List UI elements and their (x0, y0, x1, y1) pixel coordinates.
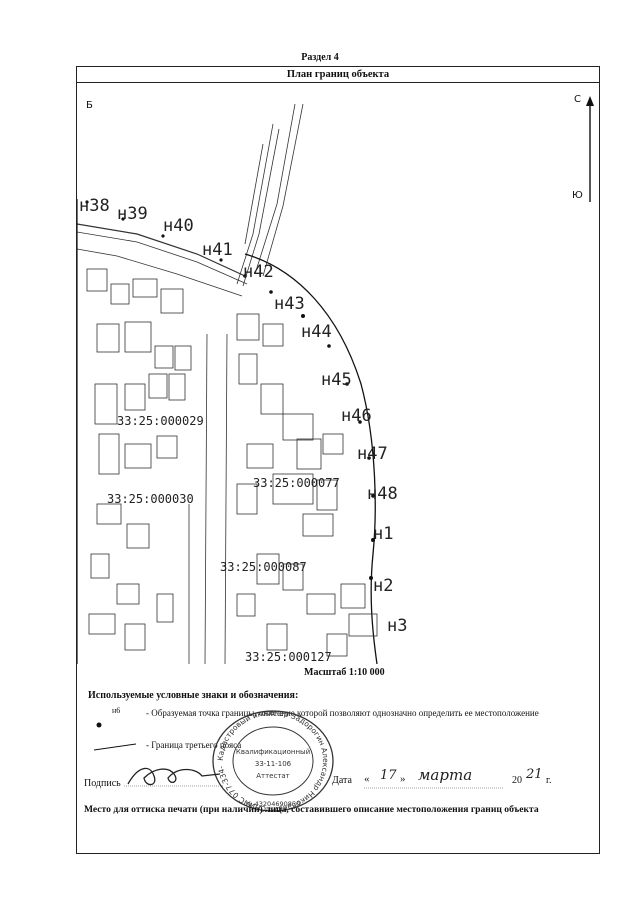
cadastral-block-127: 33:25:000127 (245, 650, 332, 664)
point-label-n48: н48 (367, 484, 398, 504)
signature-label: Подпись (84, 778, 121, 789)
point-marker-icon (96, 722, 102, 728)
point-label-n40: н40 (163, 216, 194, 236)
date-label: Дата (332, 775, 352, 786)
cadastral-block-77: 33:25:000077 (253, 476, 340, 490)
point-label-n39: н39 (117, 204, 148, 224)
north-label: С (574, 94, 581, 105)
map-scale: Масштаб 1:10 000 (304, 667, 385, 678)
point-label-n46: н46 (341, 406, 372, 426)
cadastral-block-29: 33:25:000029 (117, 414, 204, 428)
section-title: Раздел 4 (301, 52, 339, 63)
cadastral-block-30: 33:25:000030 (107, 492, 194, 506)
boundary-map: н38 н39 н40 н41 н42 н43 н44 н45 н46 н47 … (77, 84, 599, 664)
date-underline (364, 787, 504, 789)
point-label-n38: н38 (79, 196, 110, 216)
date-year-unit: г. (546, 775, 552, 786)
point-label-n44: н44 (301, 322, 332, 342)
point-label-n47: н47 (357, 444, 388, 464)
date-month: марта (418, 766, 473, 784)
boundary-line-icon (93, 743, 137, 751)
stamp-number: № 43204690850 (245, 800, 300, 808)
stamp-line-2: 33-11-106 (255, 760, 292, 768)
north-arrow-icon (586, 96, 594, 202)
date-open-quote: « (364, 773, 370, 785)
legend-title: Используемые условные знаки и обозначени… (88, 690, 299, 701)
map-drawing (77, 103, 378, 664)
legend-item-point: - Образуемая точка границы, описание кот… (146, 708, 539, 718)
date-year-prefix: 20 (512, 775, 522, 786)
point-label-n41: н41 (202, 240, 233, 260)
point-label-n2: н2 (373, 576, 394, 596)
legend-marker-label: н6 (112, 706, 121, 715)
engineer-stamp: Кадастровый инженер Задорогин Александр … (212, 708, 334, 814)
south-label: Ю (572, 190, 583, 201)
date-day: 17 (380, 768, 397, 783)
cadastral-block-87: 33:25:000087 (220, 560, 307, 574)
date-year-suffix: 21 (526, 767, 543, 782)
point-label-n3: н3 (387, 616, 408, 636)
stamp-line-3: Аттестат (256, 772, 290, 780)
point-label-n42: н42 (243, 262, 274, 282)
seal-place-note: Место для оттиска печати (при наличии) л… (84, 804, 539, 815)
plan-title: План границ объекта (76, 66, 600, 83)
point-label-n45: н45 (321, 370, 352, 390)
signature-mark (124, 767, 224, 787)
corner-label: Б (86, 100, 93, 111)
point-label-n1: н1 (373, 524, 394, 544)
legend-item-boundary: - Граница третьего пояса (146, 740, 242, 750)
stamp-line-1: Квалификационный (236, 748, 310, 756)
date-close-quote: » (400, 773, 406, 785)
point-label-n43: н43 (274, 294, 305, 314)
